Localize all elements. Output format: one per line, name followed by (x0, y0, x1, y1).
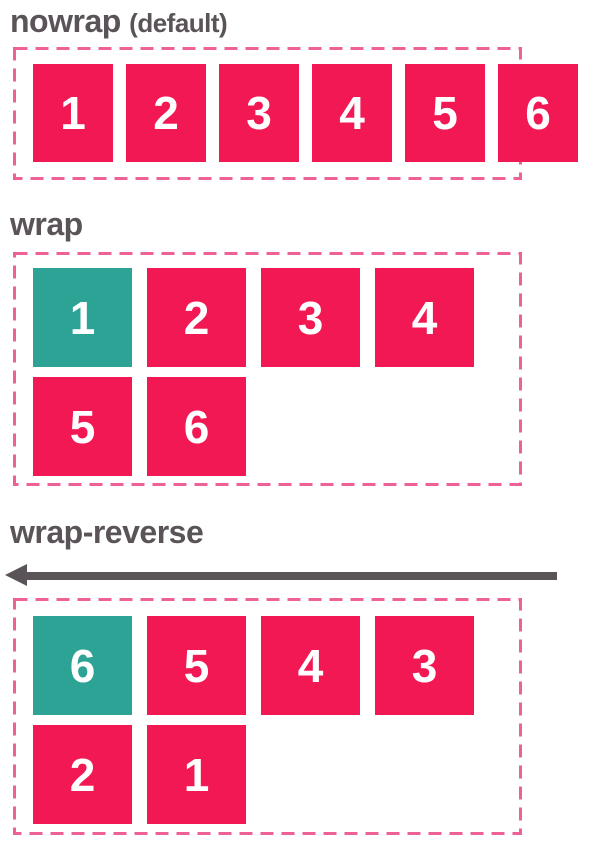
section-title-wrap-reverse: wrap-reverse (10, 515, 603, 550)
section-wrap: wrap 1 2 3 4 5 6 (0, 207, 603, 486)
flex-row: 1 2 3 4 5 6 (33, 64, 578, 162)
section-title-nowrap: nowrap (default) (10, 0, 603, 41)
flex-item: 5 (33, 377, 132, 476)
flex-item: 6 (147, 377, 246, 476)
arrow-left-icon (5, 564, 27, 586)
flex-item: 4 (261, 616, 360, 715)
title-text: nowrap (10, 3, 121, 39)
section-wrap-reverse: wrap-reverse 6 5 4 3 2 1 (0, 515, 603, 835)
flex-container-wrap-reverse: 6 5 4 3 2 1 (13, 598, 522, 835)
flex-row: 6 5 4 3 (33, 616, 522, 715)
flex-item: 5 (405, 64, 485, 162)
flex-item: 3 (261, 268, 360, 367)
flex-row: 2 1 (33, 725, 522, 824)
flex-item: 1 (33, 64, 113, 162)
title-text: wrap (10, 206, 83, 242)
direction-arrow-left (5, 564, 557, 587)
section-title-wrap: wrap (10, 207, 603, 242)
flex-rows: 1 2 3 4 5 6 (33, 64, 578, 162)
flex-item: 4 (375, 268, 474, 367)
flex-rows: 6 5 4 3 2 1 (33, 616, 522, 824)
flex-item: 1 (33, 268, 132, 367)
flex-row: 5 6 (33, 377, 522, 476)
flex-rows: 1 2 3 4 5 6 (33, 268, 522, 476)
flex-item: 2 (126, 64, 206, 162)
title-text: wrap-reverse (10, 514, 204, 550)
flex-item: 4 (312, 64, 392, 162)
flex-container-wrap: 1 2 3 4 5 6 (13, 252, 522, 486)
flex-item: 3 (375, 616, 474, 715)
section-nowrap: nowrap (default) 1 2 3 4 5 6 (0, 0, 603, 180)
flex-row: 1 2 3 4 (33, 268, 522, 367)
flex-item: 3 (219, 64, 299, 162)
flex-item: 2 (147, 268, 246, 367)
flex-item: 1 (147, 725, 246, 824)
flex-container-nowrap: 1 2 3 4 5 6 (13, 47, 578, 180)
flex-item: 6 (33, 616, 132, 715)
flex-item: 2 (33, 725, 132, 824)
title-suffix: (default) (129, 8, 228, 38)
arrow-shaft (19, 572, 557, 580)
flex-item: 5 (147, 616, 246, 715)
flex-item: 6 (498, 64, 578, 162)
